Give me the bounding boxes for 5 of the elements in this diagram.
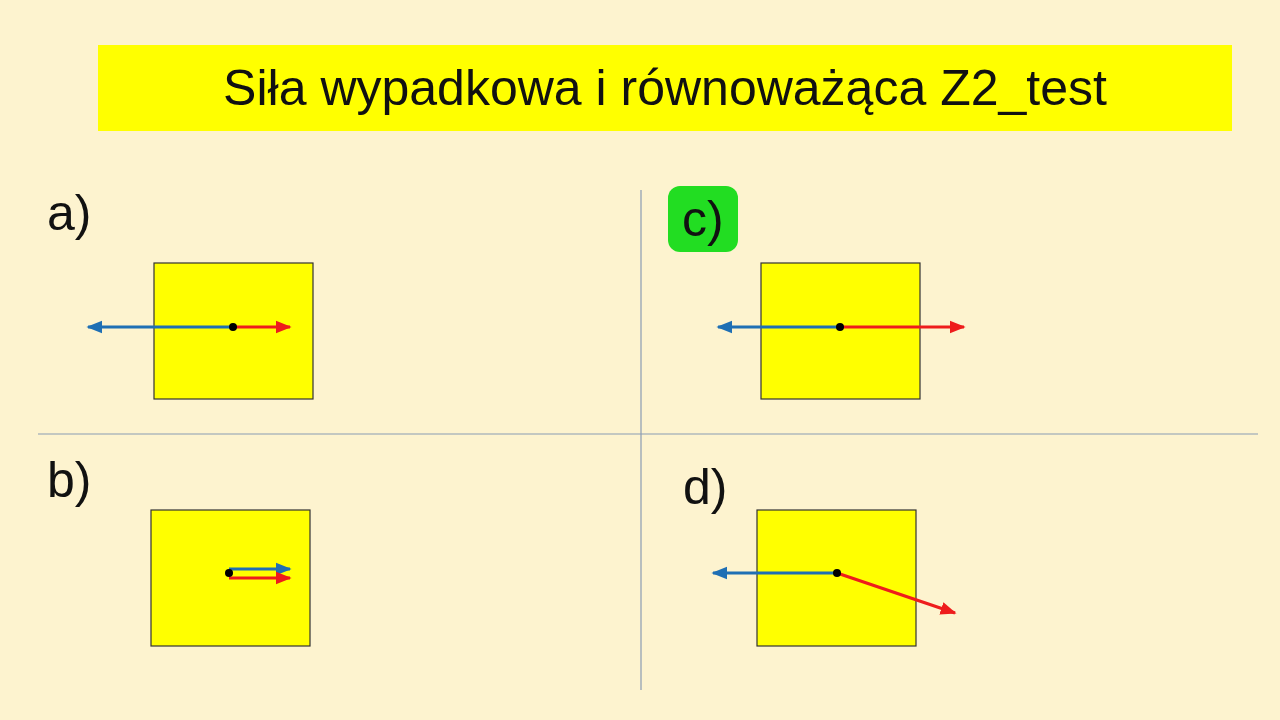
title: Siła wypadkowa i równoważąca Z2_test: [98, 45, 1232, 131]
panel-label: b): [47, 455, 92, 505]
panel-label: c): [668, 186, 738, 252]
panel-label: a): [47, 188, 92, 238]
panel-label: d): [683, 462, 728, 512]
